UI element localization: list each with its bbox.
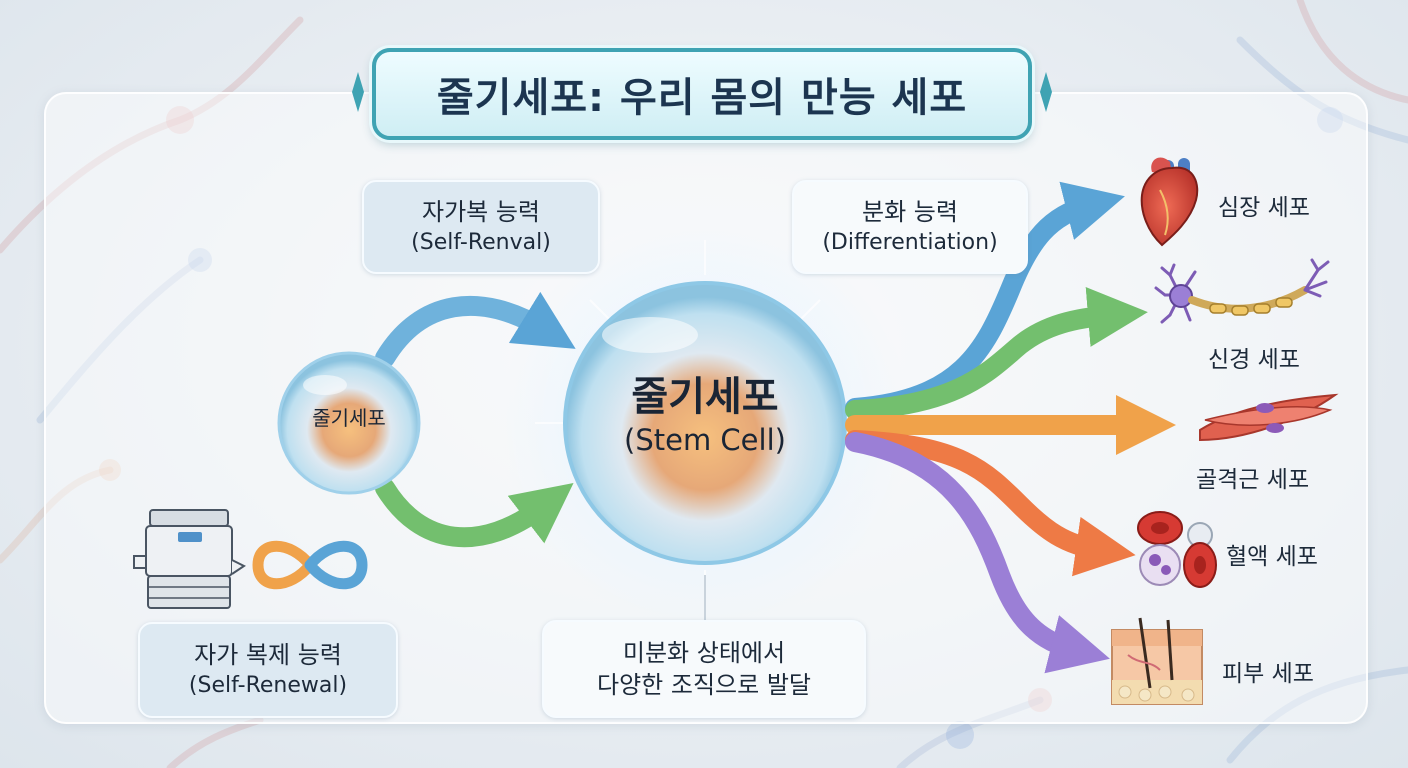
undifferentiated-line1: 미분화 상태에서 bbox=[622, 638, 786, 667]
undifferentiated-box: 미분화 상태에서 다양한 조직으로 발달 bbox=[542, 620, 866, 718]
stem-cell-name: 줄기세포 bbox=[631, 374, 779, 420]
stem-cell-label: 줄기세포 (Stem Cell) bbox=[580, 372, 830, 458]
self-renewal-arrow-top bbox=[375, 291, 576, 368]
page-title: 줄기세포: 우리 몸의 만능 세포 bbox=[436, 75, 968, 121]
label-nerve-cell: 신경 세포 bbox=[1208, 347, 1300, 373]
stem-cell bbox=[563, 281, 847, 565]
copier-icon bbox=[133, 509, 246, 609]
stem-cell-english: (Stem Cell) bbox=[624, 423, 786, 457]
label-heart-cell: 심장 세포 bbox=[1218, 195, 1310, 221]
differentiation-label-line2: (Differentiation) bbox=[822, 230, 998, 256]
self-replication-box: 자가 복제 능력 (Self-Renewal) bbox=[138, 622, 398, 718]
skin-icon bbox=[1111, 617, 1203, 705]
differentiation-label-line1: 분화 능력 bbox=[862, 197, 958, 226]
small-stem-cell-label: 줄기세포 bbox=[312, 406, 386, 430]
label-blood-cell: 혈액 세포 bbox=[1226, 544, 1318, 570]
self-renewal-label-line2: (Self-Renval) bbox=[411, 230, 551, 256]
self-replication-line2: (Self-Renewal) bbox=[188, 673, 348, 699]
self-renewal-arrow-bottom bbox=[375, 478, 574, 548]
neuron-icon bbox=[1154, 258, 1330, 324]
branch-arrow-skin bbox=[845, 432, 1110, 674]
infinity-icon bbox=[252, 540, 368, 590]
undifferentiated-line2: 다양한 조직으로 발달 bbox=[597, 671, 811, 699]
title-diamond-right bbox=[1040, 72, 1052, 112]
label-skin-cell: 피부 세포 bbox=[1222, 661, 1314, 687]
branch-arrow-blood bbox=[845, 430, 1136, 577]
muscle-icon bbox=[1199, 393, 1339, 442]
self-replication-line1: 자가 복제 능력 bbox=[194, 640, 342, 669]
self-renewal-label-line1: 자가복 능력 bbox=[421, 197, 541, 226]
self-renewal-label: 자가복 능력 (Self-Renval) bbox=[362, 180, 600, 274]
cell-sparkles bbox=[535, 240, 880, 610]
label-muscle-cell: 골격근 세포 bbox=[1196, 467, 1310, 493]
blood-cells-icon bbox=[1137, 511, 1217, 588]
heart-icon bbox=[1140, 157, 1199, 247]
differentiation-label: 분화 능력 (Differentiation) bbox=[792, 180, 1028, 274]
title-banner: 줄기세포: 우리 몸의 만능 세포 bbox=[372, 48, 1032, 140]
title-diamond-left bbox=[352, 72, 364, 112]
branch-arrow-neuron bbox=[845, 287, 1148, 420]
